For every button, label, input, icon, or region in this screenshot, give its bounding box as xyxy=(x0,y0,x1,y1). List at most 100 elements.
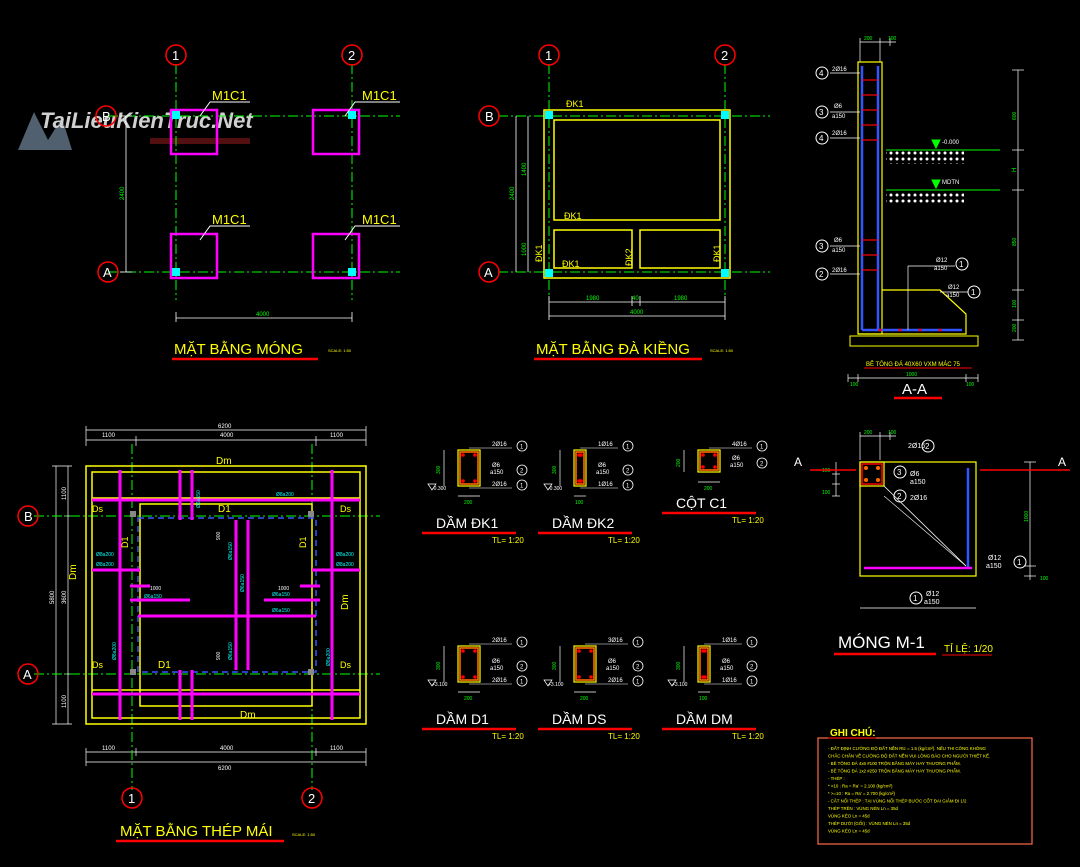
bar-text: Ø8a200 xyxy=(326,648,332,666)
marker-4: 4 xyxy=(819,69,824,78)
notes-heading: GHI CHÚ: xyxy=(830,726,876,739)
plan-scale: SCALE: 1:50 xyxy=(292,832,316,837)
dim-text: 200 xyxy=(464,696,473,702)
marker-circle xyxy=(756,440,768,452)
rebar-dot xyxy=(713,465,717,469)
marker-circle xyxy=(622,440,634,452)
marker-circle xyxy=(746,675,758,687)
dim-text: 4000 xyxy=(220,433,234,439)
marker-1: 1 xyxy=(1017,558,1022,567)
marker-circle xyxy=(632,660,644,672)
beam-label-ds: Ds xyxy=(340,660,351,670)
rebar-dot xyxy=(713,453,717,457)
note-line: * >=10 : Ra = Ra' = 2.700 (kg/cm²) xyxy=(828,791,896,796)
section-outline xyxy=(697,645,711,683)
beam-label-ds: Ds xyxy=(340,504,351,514)
note-line: - THÉP : xyxy=(828,776,845,781)
marker-text: 2 xyxy=(760,462,764,468)
marker-4: 4 xyxy=(819,134,824,143)
svg-text:B: B xyxy=(102,109,111,124)
marker-1: 1 xyxy=(959,260,964,269)
svg-text:B: B xyxy=(24,509,33,524)
cut-label: A xyxy=(794,455,802,469)
dim-text: 300 xyxy=(676,661,682,670)
marker-text: 1 xyxy=(636,680,640,686)
marker-circle xyxy=(622,479,634,491)
dim-text: 4000 xyxy=(630,310,644,316)
rebar-dot xyxy=(473,649,477,653)
dim-text: 2400 xyxy=(120,186,126,200)
marker-text: 1 xyxy=(750,641,754,647)
rebar-text: 2Ø16 xyxy=(492,638,507,644)
stirrup-outline xyxy=(699,647,709,681)
marker-text: 1 xyxy=(626,445,630,451)
note-line: - ĐẤT ĐỊNH CƯỜNG ĐỘ ĐẤT NỀN Rtc = 1.5 (k… xyxy=(828,746,986,751)
dim-text: 100 xyxy=(888,36,897,42)
marker-circle xyxy=(632,636,644,648)
section-scale: TL= 1:20 xyxy=(608,536,640,545)
rebar-text: Ø6 xyxy=(608,659,617,665)
dim-text: 600 xyxy=(1012,111,1018,120)
dim-text: 200 xyxy=(864,36,873,42)
plan-scale: SCALE: 1:50 xyxy=(328,348,352,353)
dim-text: 3600 xyxy=(62,590,68,604)
footing-label: M1C1 xyxy=(212,212,247,227)
footing-m1c1 xyxy=(311,108,361,156)
svg-text:1: 1 xyxy=(172,48,179,63)
marker-1: 1 xyxy=(971,288,976,297)
beam-label: ĐK1 xyxy=(562,259,580,269)
rebar-text: a150 xyxy=(832,248,846,254)
grid-bubble: A xyxy=(97,261,119,283)
rebar-text: Ø12 xyxy=(936,258,948,264)
rebar-text: 1Ø16 xyxy=(722,678,737,684)
marker-text: 1 xyxy=(636,641,640,647)
footing-m1c1 xyxy=(169,108,219,156)
bar-text: Ø6a150 xyxy=(228,542,234,560)
plan-thep-mai: 1100 6200 1100 4000 1100 4000 1100 6200 … xyxy=(17,424,380,843)
section-scale: TL= 1:20 xyxy=(732,732,764,741)
dim-text: 1100 xyxy=(330,433,344,439)
rebar-text: 1Ø16 xyxy=(722,638,737,644)
marker-circle xyxy=(756,457,768,469)
note-line: THÉP DƯỚI (GỐI) : VÙNG NÉN Ln = 35d xyxy=(828,821,911,826)
marker-text: 1 xyxy=(626,484,630,490)
dim-text: 100 xyxy=(850,382,859,388)
dim-text: H xyxy=(1012,168,1018,172)
level-symbol xyxy=(427,679,437,687)
section-outline xyxy=(457,645,481,683)
marker-circle xyxy=(516,636,528,648)
footing-label: M1C1 xyxy=(212,88,247,103)
rebar-dot xyxy=(473,479,477,483)
rebar-text: 1Ø16 xyxy=(598,442,613,448)
dim-text: 2400 xyxy=(510,186,516,200)
svg-text:2: 2 xyxy=(721,48,728,63)
rebar-dot xyxy=(579,453,583,457)
grid-bubble: 2 xyxy=(341,44,363,66)
level-symbol xyxy=(427,483,437,491)
dim-text: 200 xyxy=(676,458,682,467)
marker-circle xyxy=(746,660,758,672)
section-title: DẦM DS xyxy=(552,711,606,727)
rebar-text: 2Ø16 xyxy=(832,268,847,274)
rebar-dot xyxy=(577,675,581,679)
svg-text:A: A xyxy=(23,667,32,682)
rebar-text: a150 xyxy=(596,470,610,476)
rebar-text: Ø6 xyxy=(722,659,731,665)
bar-text: Ø8a200 xyxy=(112,642,118,660)
rebar-text: a150 xyxy=(832,114,846,120)
rebar-text: 1Ø16 xyxy=(598,482,613,488)
bar-text: Ø8a200 xyxy=(336,562,354,568)
marker-text: 2 xyxy=(626,469,630,475)
stirrup-outline xyxy=(459,647,479,681)
concrete-note: BÊ TÔNG ĐÁ 40X60 VXM MÁC 75 xyxy=(866,360,961,368)
stirrup-outline xyxy=(459,451,479,485)
dim-text: 1000 xyxy=(906,372,917,378)
rebar-text: 2Ø16 xyxy=(492,482,507,488)
bar-text: Ø8a200 xyxy=(276,492,294,498)
rebar-text: Ø6 xyxy=(834,238,843,244)
plan-title: MẶT BẰNG THÉP MÁI xyxy=(120,822,273,840)
grid-bubble: B xyxy=(95,105,117,127)
beam-label-dm: Dm xyxy=(68,564,79,580)
rebar-text: Ø6 xyxy=(834,104,843,110)
